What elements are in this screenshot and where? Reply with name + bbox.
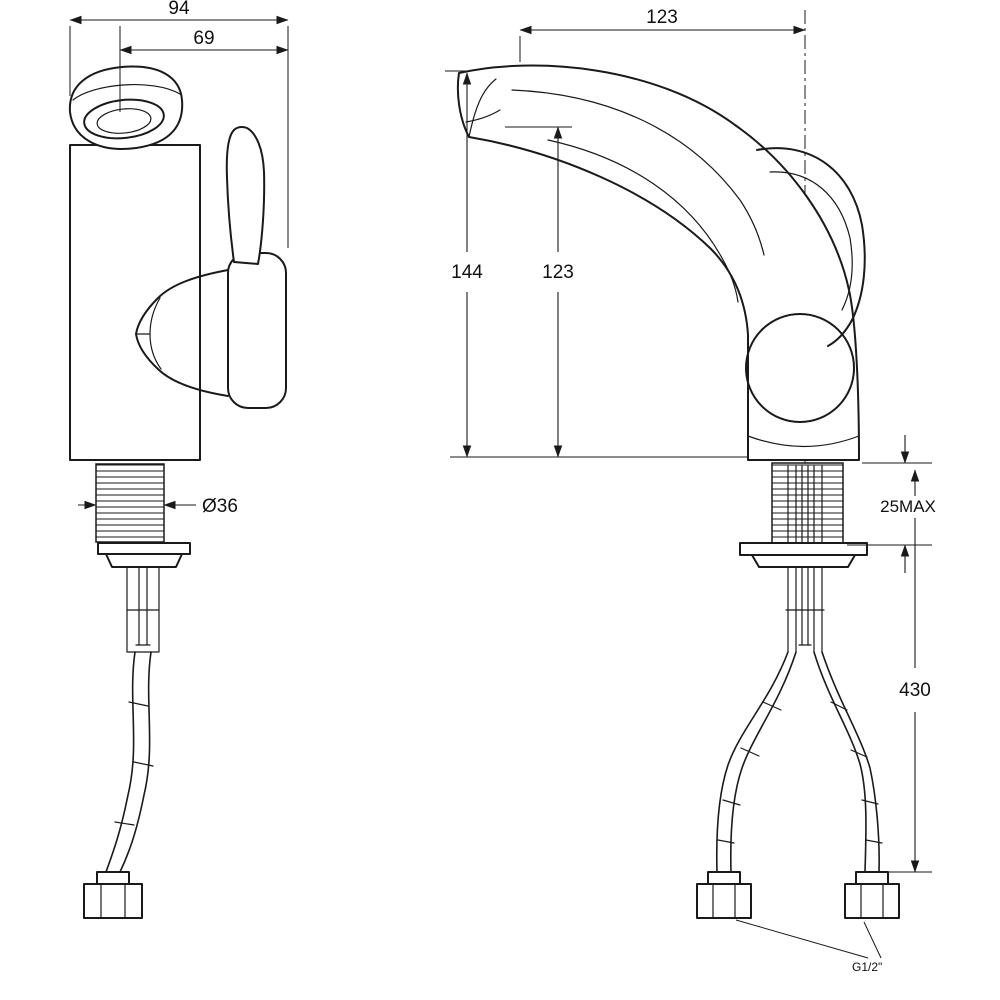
supply-pipe-front xyxy=(126,566,160,653)
spout-outlet-outer xyxy=(83,98,165,140)
extension-lines-front xyxy=(69,26,289,248)
dim-deck-thickness: 25MAX xyxy=(880,497,936,516)
connector-nut-right xyxy=(844,871,900,919)
faucet-body-front xyxy=(69,144,201,461)
flex-hose-front-left-edge xyxy=(105,651,136,873)
mounting-flange-side-lower xyxy=(751,554,856,568)
swivel-ball xyxy=(745,313,855,423)
handle-lever-front xyxy=(225,125,266,265)
connector-nut-left xyxy=(696,871,752,919)
dim-connection-thread: G1/2" xyxy=(852,960,882,974)
left-hose-outer xyxy=(715,651,789,873)
spout-head-top-contour xyxy=(72,84,181,101)
mounting-flange-front-lower xyxy=(105,553,183,568)
side-dimensions: 123 144 123 25MAX 430 G1/2" xyxy=(445,7,944,974)
nut-facets xyxy=(100,883,126,919)
nut-hex xyxy=(83,883,143,919)
nut-hex xyxy=(844,883,900,919)
dim-spout-reach: 123 xyxy=(646,7,678,28)
nut-cap xyxy=(855,871,889,885)
body-seam xyxy=(747,435,860,448)
dim-overall-height: 144 xyxy=(451,262,483,283)
aerator-line xyxy=(465,109,501,123)
nut-facets xyxy=(860,883,884,919)
threaded-shank-front xyxy=(95,463,165,543)
dim-outlet-height: 123 xyxy=(542,262,574,283)
nut-hex xyxy=(696,883,752,919)
dim-handle-offset: 69 xyxy=(193,28,214,49)
front-dimensions: 94 69 Ø36 xyxy=(69,0,289,517)
mounting-flange-front xyxy=(97,542,191,555)
nut-facets xyxy=(712,883,736,919)
connector-nut-front xyxy=(83,871,143,919)
side-view: 123 144 123 25MAX 430 G1/2" xyxy=(445,7,944,974)
dim-text-mask xyxy=(872,496,944,518)
hose-ticks-front xyxy=(114,701,154,826)
right-hose-inner xyxy=(813,651,867,873)
handle-lever-side-inner xyxy=(769,171,853,311)
hose-ticks-side xyxy=(717,701,883,844)
thread-leader-lines xyxy=(735,919,882,959)
left-hose-inner xyxy=(729,651,797,873)
handle-lever-side xyxy=(756,147,866,347)
nut-cap xyxy=(96,871,130,885)
faucet-profile xyxy=(456,64,860,461)
dim-shank-diameter: Ø36 xyxy=(202,496,238,517)
right-hose-outer xyxy=(821,651,880,873)
dim-overall-width: 94 xyxy=(168,0,190,19)
extension-lines-side xyxy=(445,36,932,873)
spout-inner-upper xyxy=(511,89,765,256)
dim-hose-length: 430 xyxy=(899,680,931,701)
spout-tip-contour xyxy=(468,78,497,138)
spout-inner-lower xyxy=(547,139,739,303)
spout-head xyxy=(68,65,184,150)
front-view: 94 69 Ø36 xyxy=(68,0,289,919)
nut-cap xyxy=(707,871,741,885)
spout-outlet-inner xyxy=(96,108,152,134)
valve-cover xyxy=(227,252,287,409)
flex-hose-front-right-edge xyxy=(119,651,152,873)
